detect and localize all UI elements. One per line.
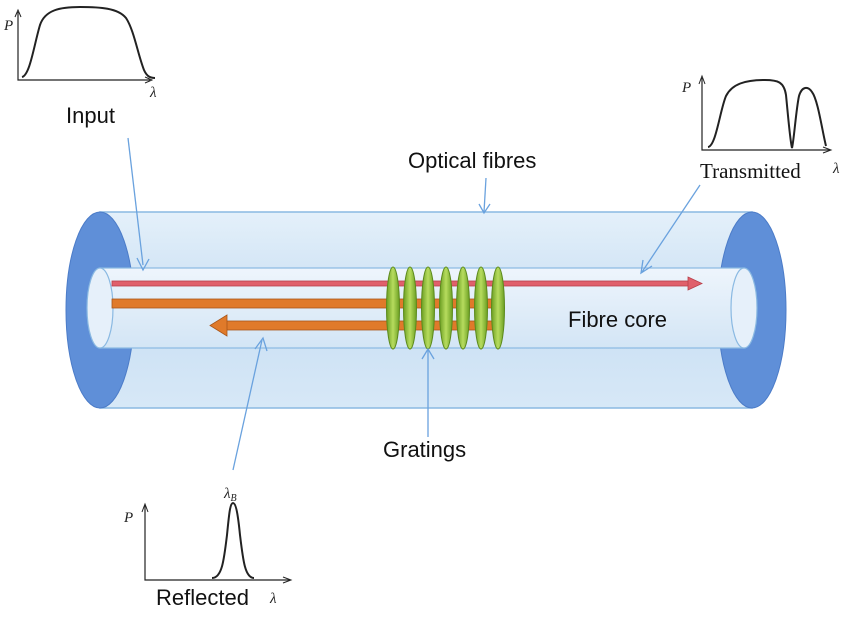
fibre-core-label: Fibre core — [568, 307, 667, 332]
transmitted-pointer-head — [640, 259, 653, 275]
bragg-wavelength-label: λB — [223, 486, 237, 504]
grating-disc — [474, 266, 488, 350]
input-pointer-head — [136, 257, 150, 272]
grating-disc — [386, 266, 400, 350]
gratings-label: Gratings — [383, 437, 466, 462]
reflected-spectrum-plot: P λ λB — [123, 486, 293, 607]
reflected-spectrum-curve — [211, 501, 255, 579]
input-plot-p-label: P — [3, 18, 13, 34]
transmitted-spectrum-plot: P λ — [681, 74, 840, 177]
reflected-pointer-head — [254, 336, 268, 352]
optical-fibres-pointer-head — [478, 203, 491, 215]
input-plot-lambda-label: λ — [149, 85, 157, 101]
reflected-plot-p-label: P — [123, 510, 133, 526]
transmitted-label: Transmitted — [700, 159, 801, 183]
transmitted-plot-p-label: P — [681, 80, 691, 96]
grating-disc — [456, 266, 470, 350]
transmitted-pointer-line — [641, 184, 701, 273]
left-core-face — [86, 267, 114, 349]
transmitted-spectrum-curve — [707, 78, 827, 149]
grating-disc — [421, 266, 435, 350]
reflected-label: Reflected — [156, 585, 249, 610]
grating-disc — [439, 266, 453, 350]
input-label: Input — [66, 103, 115, 128]
gratings-group — [386, 266, 505, 350]
optical-fibres-pointer-line — [483, 177, 487, 213]
input-spectrum-curve — [21, 5, 156, 79]
right-core-face — [730, 267, 758, 349]
optical-fibres-label: Optical fibres — [408, 148, 536, 173]
grating-disc — [491, 266, 505, 350]
grating-disc — [403, 266, 417, 350]
gratings-pointer-head — [421, 347, 435, 360]
input-pointer-line — [127, 137, 144, 266]
input-light-arrow — [111, 276, 703, 291]
pointer-lines — [127, 137, 701, 471]
transmitted-plot-lambda-label: λ — [832, 161, 840, 177]
reflected-plot-lambda-label: λ — [269, 591, 277, 607]
reflected-pointer-line — [232, 339, 263, 471]
input-spectrum-plot: P λ — [3, 5, 157, 101]
